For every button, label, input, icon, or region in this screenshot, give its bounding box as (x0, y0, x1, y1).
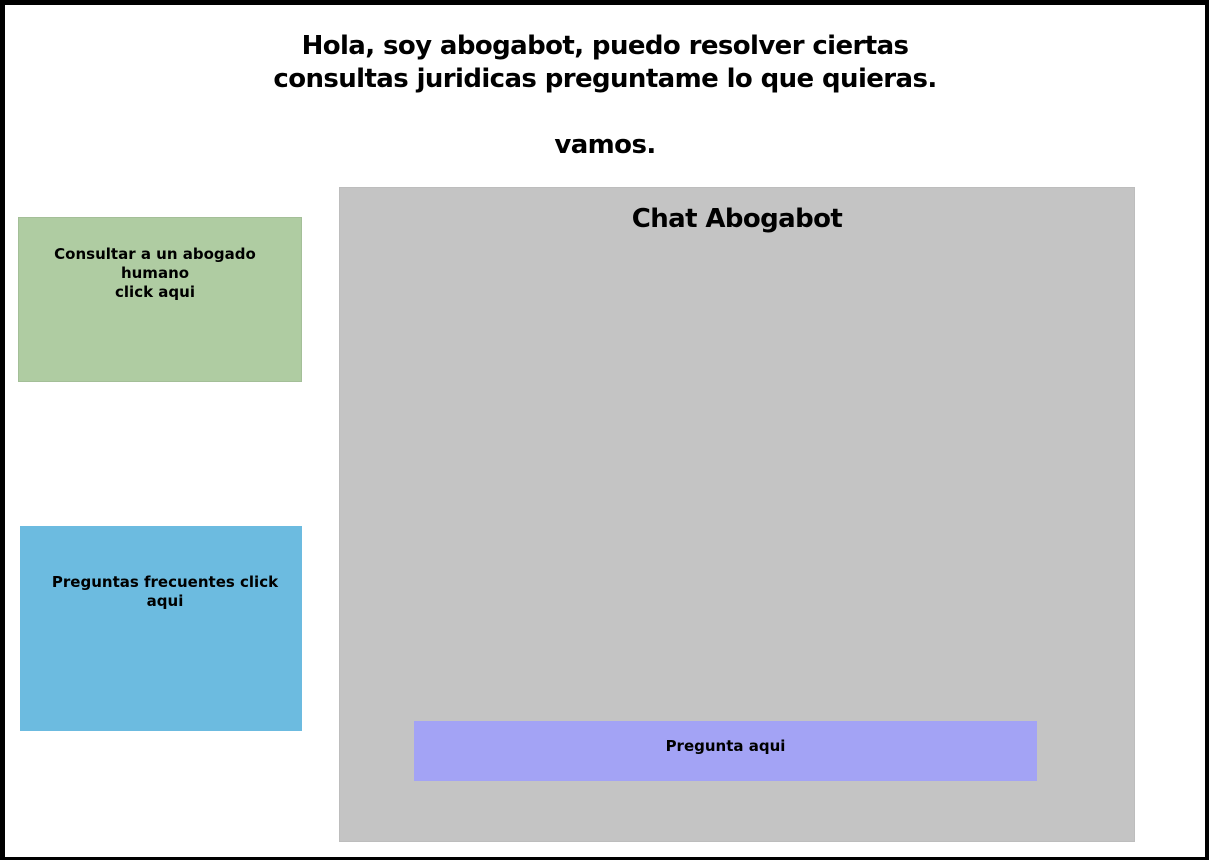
greeting-text: Hola, soy abogabot, puedo resolver ciert… (5, 30, 1205, 162)
consult-lawyer-label: Consultar a un abogado humano click aqui (45, 245, 265, 302)
greeting-spacer (5, 96, 1205, 129)
faq-line-1: Preguntas frecuentes click (51, 573, 279, 591)
consult-lawyer-button[interactable]: Consultar a un abogado humano click aqui (18, 217, 302, 382)
question-input[interactable]: Pregunta aqui (414, 721, 1037, 781)
greeting-line-3: vamos. (554, 130, 656, 160)
consult-lawyer-line-2: humano (120, 264, 190, 282)
consult-lawyer-line-1: Consultar a un abogado (54, 245, 256, 263)
faq-label: Preguntas frecuentes click aqui (45, 573, 285, 611)
consult-lawyer-line-3: click aqui (115, 283, 195, 301)
question-input-label: Pregunta aqui (665, 737, 786, 755)
faq-line-2: aqui (146, 592, 184, 610)
faq-button[interactable]: Preguntas frecuentes click aqui (20, 526, 302, 731)
chat-messages-area (360, 248, 1114, 708)
greeting-line-1: Hola, soy abogabot, puedo resolver ciert… (301, 31, 909, 61)
chat-panel: Chat Abogabot Pregunta aqui (339, 187, 1135, 842)
greeting-line-2: consultas juridicas preguntame lo que qu… (273, 64, 937, 94)
chat-title: Chat Abogabot (631, 204, 843, 234)
